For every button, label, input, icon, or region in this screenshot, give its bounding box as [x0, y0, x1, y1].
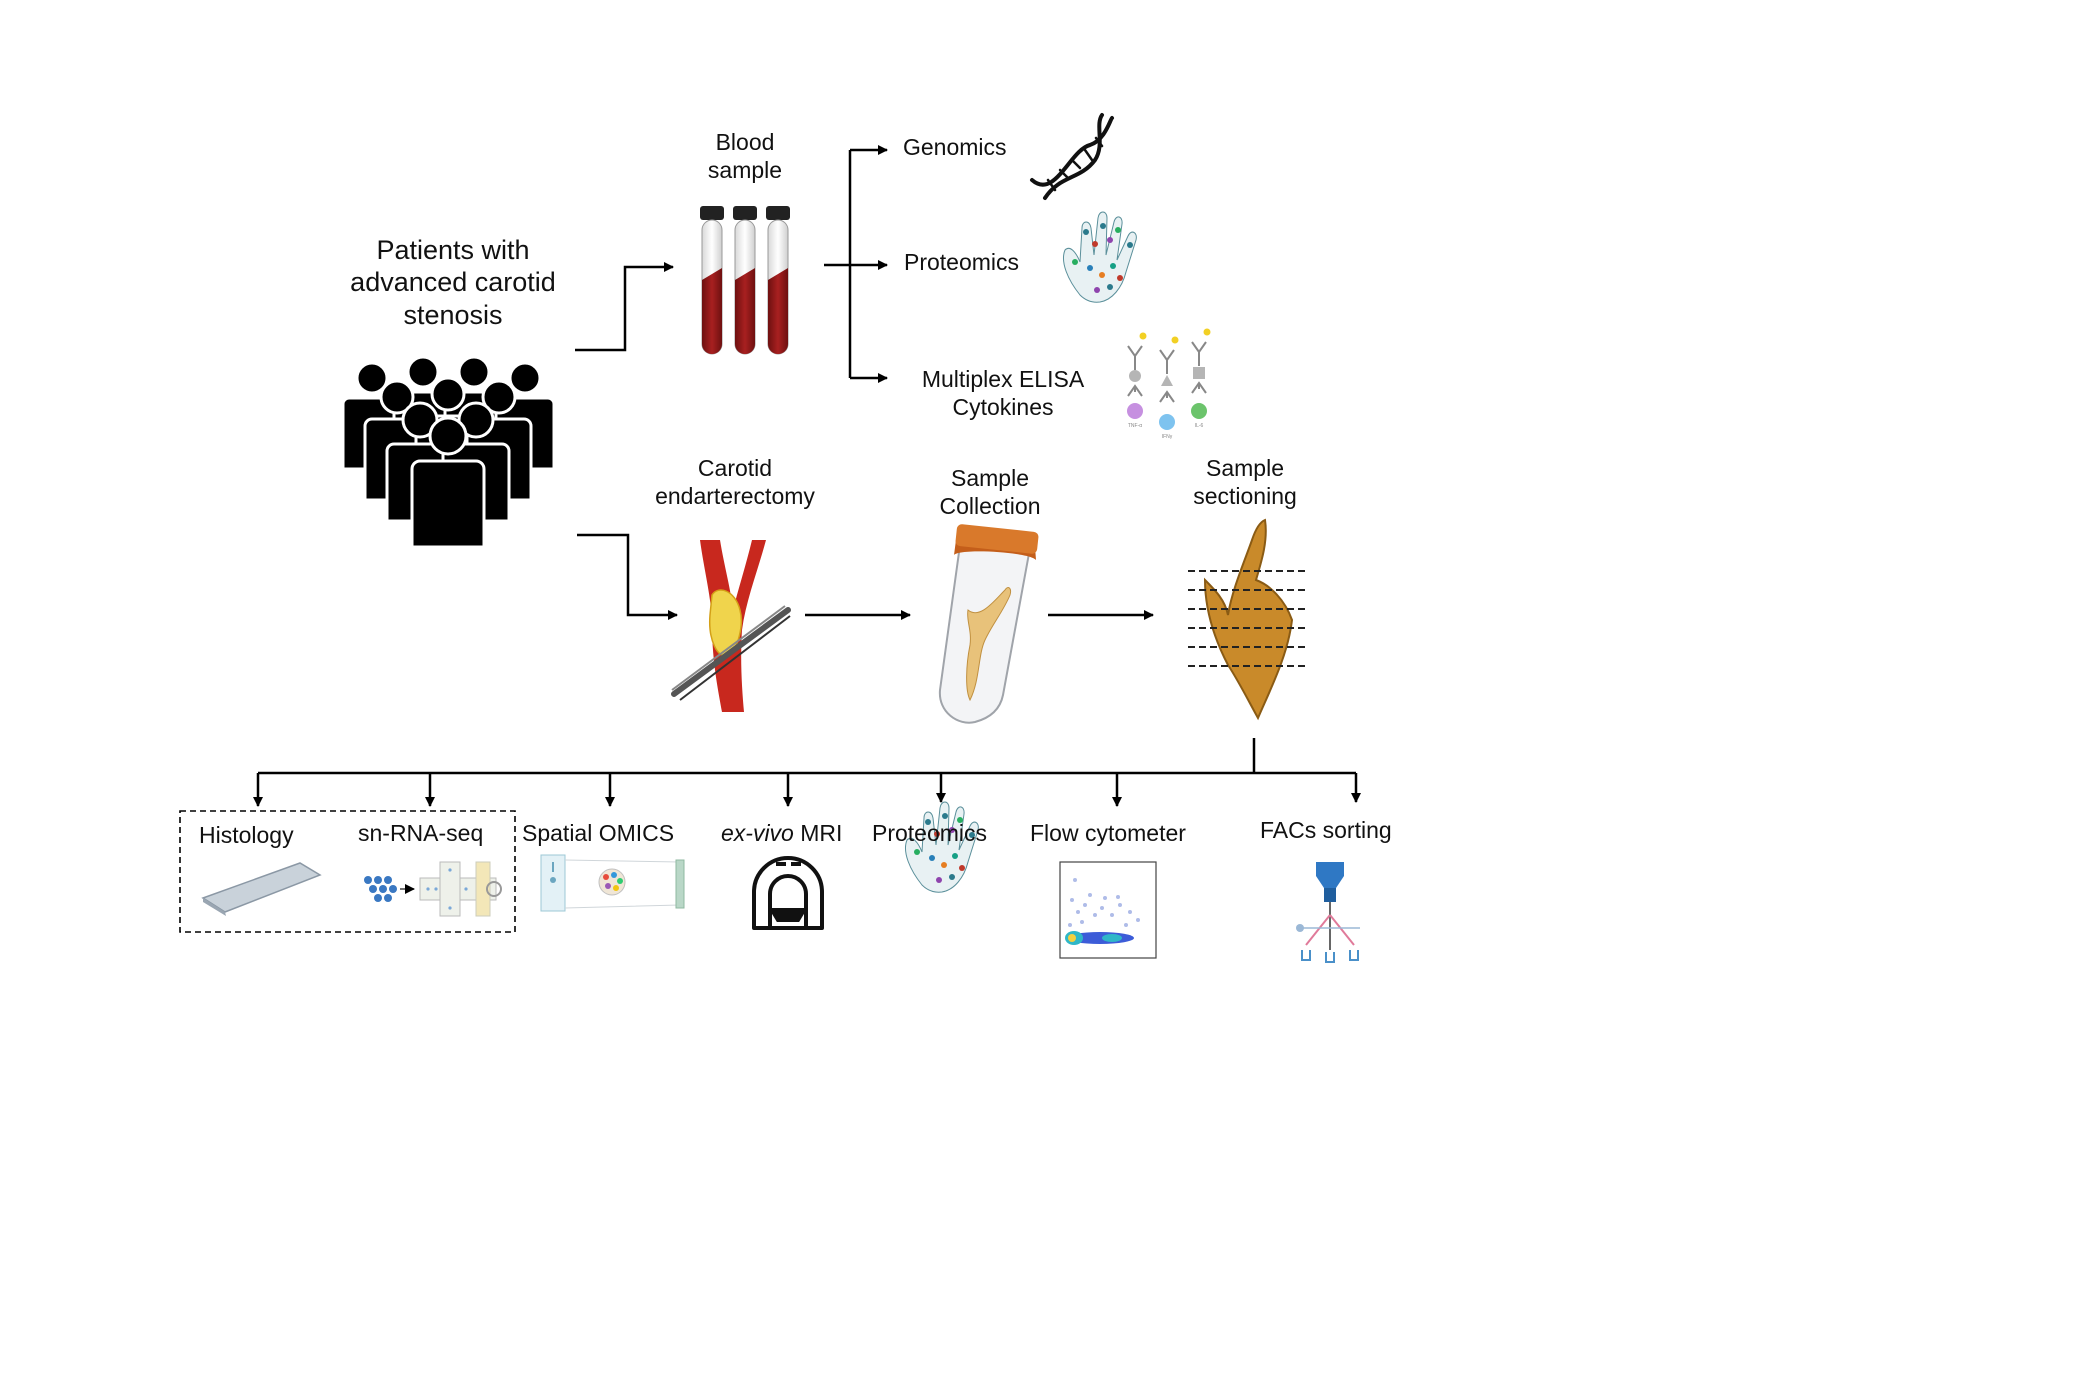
facs-sorting-label: FACs sorting	[1260, 817, 1392, 843]
proteomics-hand-icon	[905, 801, 979, 893]
histology-label: Histology	[199, 822, 294, 848]
antibody-icon	[1127, 328, 1211, 430]
proteomics-tissue-label: Proteomics	[872, 820, 988, 846]
genomics-label: Genomics	[903, 134, 1007, 160]
workflow-diagram	[179, 113, 1361, 963]
blood-sample-label: Blood sample	[680, 129, 810, 184]
sample-sectioning-line2: sectioning	[1193, 482, 1297, 509]
proteomics-hand-icon	[1063, 211, 1137, 303]
dashed-group-box	[179, 810, 516, 933]
mri-scanner-icon	[752, 856, 824, 930]
artery-clamp-icon	[671, 540, 791, 712]
mri-label-rest: MRI	[793, 820, 843, 846]
endarterectomy-line1: Carotid	[697, 455, 773, 481]
arrow-patients-to-endarterectomy	[577, 533, 678, 620]
sample-sectioning-line1: Sample	[1206, 455, 1284, 481]
endarterectomy-line2: endarterectomy	[655, 482, 815, 509]
patients-label-line3: stenosis	[403, 299, 503, 330]
patients-label-line1: Patients with	[376, 235, 530, 265]
sn-rna-seq-chip-icon	[364, 861, 502, 917]
antibody-label-ifn: IFNγ	[1161, 434, 1173, 440]
sample-tube-icon	[938, 524, 1039, 724]
elisa-label-line2: Cytokines	[952, 393, 1054, 420]
tissue-sections-icon	[1188, 518, 1308, 721]
facs-icon	[1296, 862, 1360, 963]
antibody-label-il6: IL-6	[1194, 423, 1204, 429]
dna-icon	[1030, 113, 1114, 200]
sample-sectioning-label: Sample sectioning	[1170, 455, 1320, 510]
snrnaseq-label: sn-RNA-seq	[358, 820, 484, 846]
sample-collection-line1: Sample	[951, 465, 1029, 491]
elisa-label-line1: Multiplex ELISA	[921, 366, 1085, 392]
people-group-icon	[341, 355, 556, 549]
proteomics-blood-label: Proteomics	[904, 249, 1020, 275]
mri-label-italic: ex-vivo	[721, 820, 794, 846]
antibody-label-tnf: TNF-α	[1127, 423, 1143, 429]
patients-label-line2: advanced carotid	[350, 267, 556, 298]
endarterectomy-label: Carotid endarterectomy	[635, 455, 835, 510]
patients-label: Patients with advanced carotid stenosis	[318, 234, 588, 331]
mri-label: ex-vivo MRI	[721, 820, 842, 848]
spatial-omics-icon	[540, 854, 685, 912]
sample-collection-label: Sample Collection	[915, 465, 1065, 520]
flow-plot-icon	[1059, 861, 1157, 959]
sample-collection-line2: Collection	[939, 492, 1041, 519]
arrow-patients-to-blood	[575, 262, 674, 352]
spatial-omics-label: Spatial OMICS	[522, 820, 675, 846]
blood-tubes-icon	[700, 206, 790, 355]
elisa-label: Multiplex ELISA Cytokines	[903, 366, 1103, 421]
connectors	[253, 145, 1361, 807]
blood-sample-line1: Blood	[715, 129, 775, 155]
blood-sample-line2: sample	[707, 156, 783, 183]
flow-cytometer-label: Flow cytometer	[1030, 820, 1186, 846]
slide-icon	[201, 862, 322, 916]
